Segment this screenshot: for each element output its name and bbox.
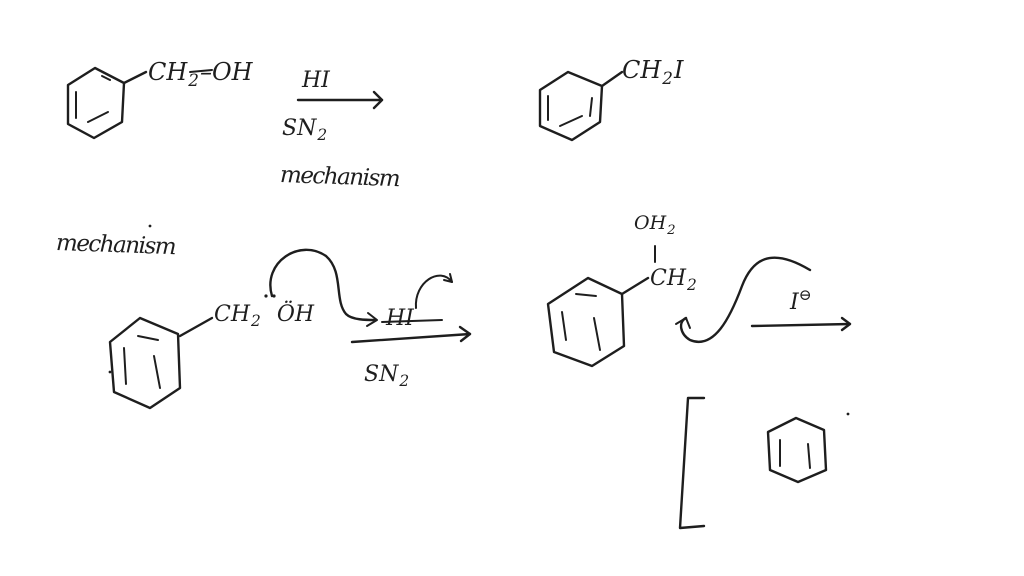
reagent-label: HI: [302, 68, 330, 93]
intermediate-oh2-label: OH2: [634, 212, 676, 238]
stray-mark: [108, 370, 112, 374]
electron-push-arrow-1: [269, 248, 378, 327]
stray-mark: [846, 412, 850, 416]
benzene-ring-3: [108, 316, 182, 410]
negative-charge-icon: ⊖: [798, 286, 812, 304]
mechanism-reactant-label: CH2 ÖH: [214, 302, 315, 331]
nucleophile-label: I⊖: [790, 286, 812, 316]
strike-line: [381, 319, 443, 323]
intermediate-ch2-label: CH2: [650, 266, 697, 295]
mechanism-condition-label: SN2: [364, 362, 410, 391]
mechanism-note: mechanism: [279, 162, 400, 193]
lone-pair-dot: [264, 294, 268, 298]
reactant-label: CH2–OH: [148, 58, 253, 90]
bond-dash-1: [189, 69, 213, 73]
electron-push-arrow-3: [675, 256, 812, 343]
bracket: [678, 396, 706, 530]
bond-line-2: [600, 70, 624, 88]
benzene-ring-1: [66, 66, 126, 140]
benzene-ring-4: [546, 276, 626, 368]
benzene-ring-2: [538, 70, 604, 142]
benzene-ring-5: [766, 416, 828, 484]
product-label: CH2I: [622, 56, 684, 88]
bond-line-4: [620, 276, 650, 296]
bond-line-1: [122, 70, 148, 85]
stray-mark: [148, 224, 152, 228]
lone-pair-dot: [272, 294, 276, 298]
electron-push-arrow-2: [414, 273, 453, 309]
bond-line-3: [178, 316, 214, 338]
reaction-arrow-2: [350, 325, 472, 344]
reaction-arrow-3: [750, 316, 852, 332]
condition-label: SN2: [282, 116, 328, 145]
reaction-arrow-1: [296, 90, 384, 110]
mechanism-heading: mechanism: [55, 230, 176, 261]
mechanism-reagent-label: HI: [386, 306, 414, 331]
